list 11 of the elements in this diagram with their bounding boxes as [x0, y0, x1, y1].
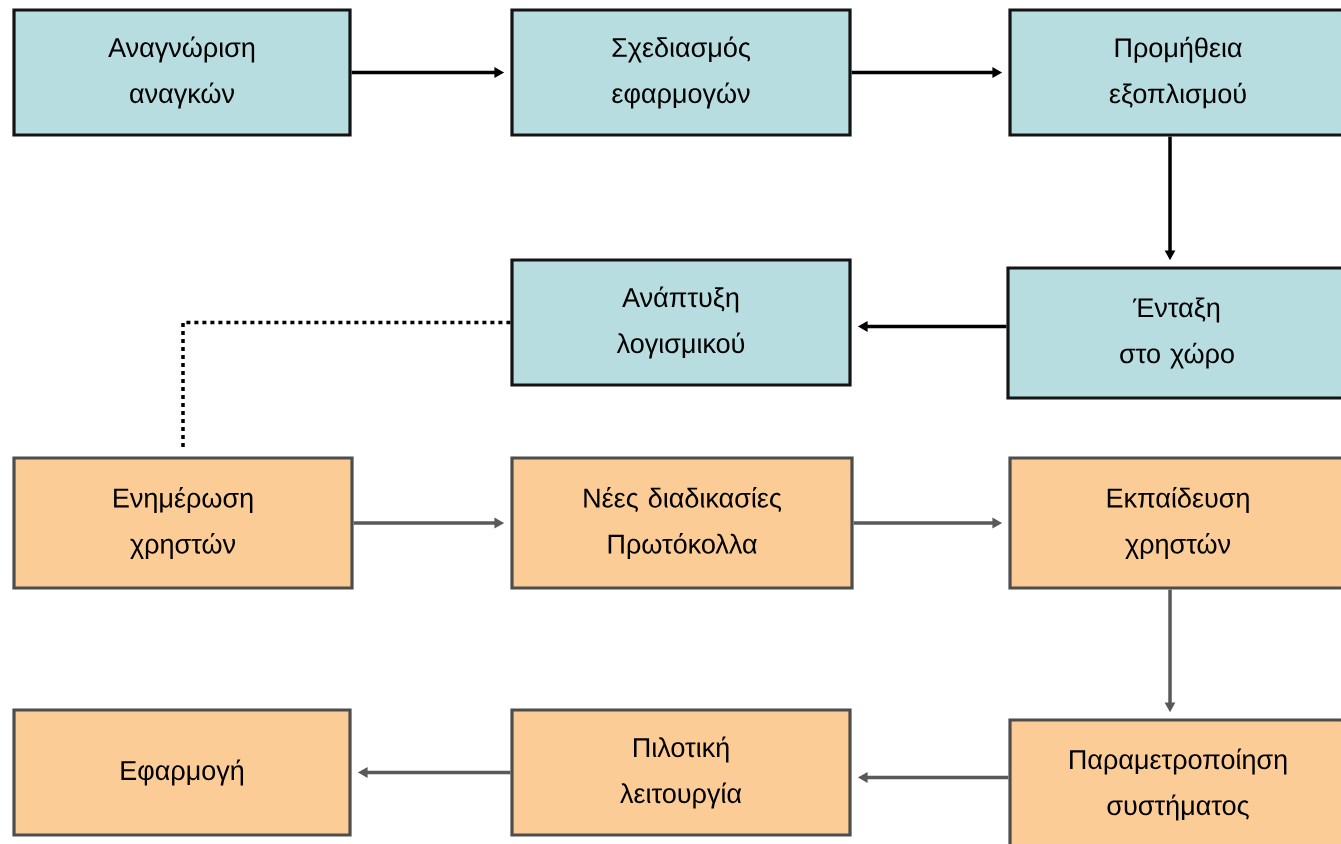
process-box: Νέες διαδικασίες Πρωτόκολλα: [510, 456, 854, 590]
process-box: Ένταξη στο χώρο: [1006, 266, 1341, 400]
process-box: Εφαρμογή: [12, 708, 352, 837]
process-box: Ανάπτυξη λογισμικού: [510, 258, 852, 387]
process-box: Εκπαίδευση χρηστών: [1008, 456, 1341, 590]
process-box: Παραμετροποίηση συστήματος: [1008, 718, 1341, 844]
process-box: Προμήθεια εξοπλισμού: [1008, 8, 1341, 137]
process-box: Πιλοτική λειτουργία: [510, 708, 852, 837]
process-box: Ενημέρωση χρηστών: [12, 456, 354, 590]
process-box: Αναγνώριση αναγκών: [12, 8, 352, 137]
process-box: Σχεδιασμός εφαρμογών: [510, 8, 852, 137]
